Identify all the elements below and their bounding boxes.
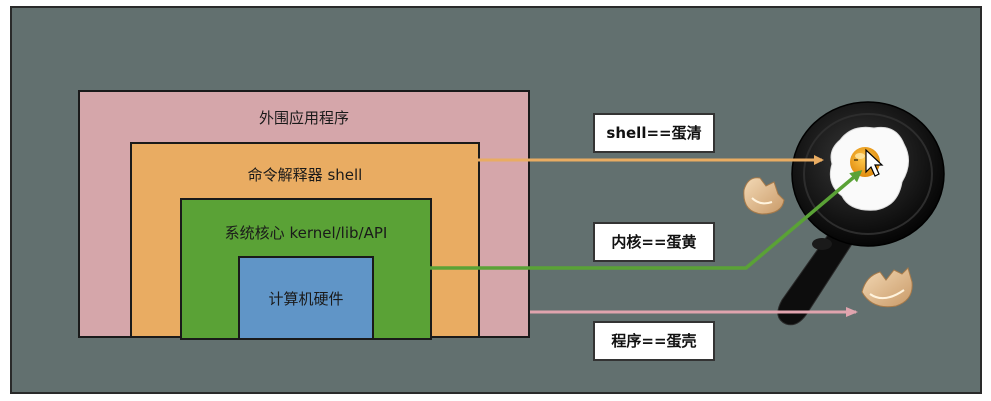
program-eggshell-label: 程序==蛋壳 — [593, 321, 715, 361]
kernel-egg-yolk-label: 内核==蛋黄 — [593, 222, 715, 262]
outer-layer-label: 外围应用程序 — [258, 109, 349, 127]
hardware-layer-label: 计算机硬件 — [268, 290, 344, 308]
eggshell-icon — [861, 267, 913, 308]
shell-egg-white-label: shell==蛋清 — [593, 113, 715, 153]
eggshell-icon — [743, 177, 785, 215]
shell-layer: 命令解释器 shell 系统核心 kernel/lib/API 计算机硬件 — [130, 142, 480, 340]
kernel-layer: 系统核心 kernel/lib/API 计算机硬件 — [180, 198, 432, 340]
hardware-layer: 计算机硬件 — [238, 256, 374, 340]
kernel-arrow — [428, 170, 863, 270]
kernel-layer-label: 系统核心 kernel/lib/API — [224, 224, 388, 242]
outer-application-layer: 外围应用程序 命令解释器 shell 系统核心 kernel/lib/API 计… — [78, 90, 530, 340]
move-cursor-icon — [854, 148, 884, 177]
shell-layer-label: 命令解释器 shell — [247, 166, 363, 184]
